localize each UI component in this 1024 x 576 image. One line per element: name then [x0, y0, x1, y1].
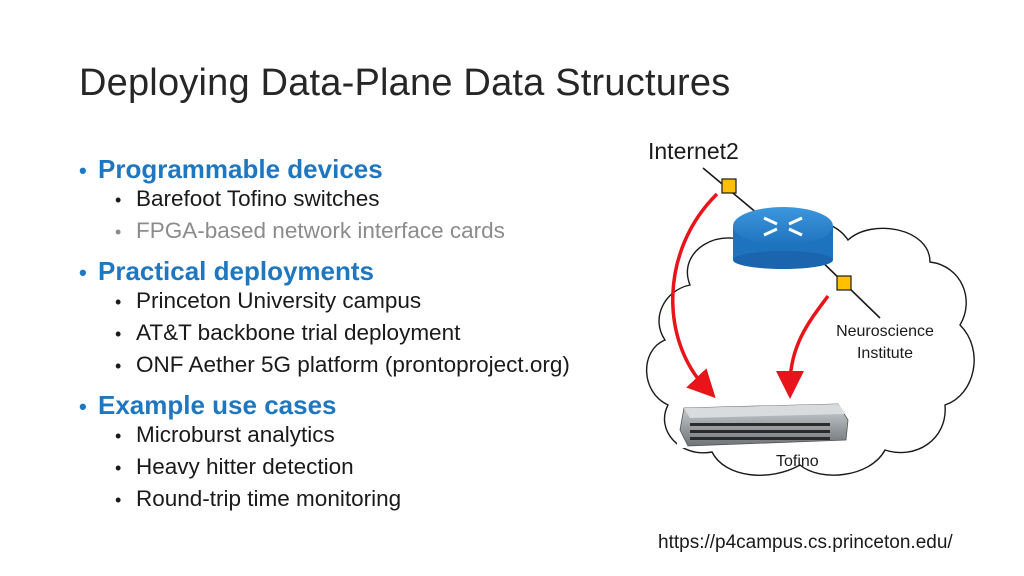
bullet-heading-text: Programmable devices — [98, 154, 383, 184]
bullet-glyph: • — [79, 394, 87, 419]
institute-label-line1: Neuroscience — [836, 323, 934, 340]
bullet-heading-programmable-devices: • Programmable devices — [79, 154, 649, 186]
bullet-heading-practical-deployments: • Practical deployments — [79, 256, 649, 288]
bullet-glyph: • — [115, 458, 122, 478]
bullet-heading-text: Example use cases — [98, 390, 337, 420]
bullet-item: • Round-trip time monitoring — [79, 486, 649, 518]
bullet-item: • Princeton University campus — [79, 288, 649, 320]
tofino-label: Tofino — [776, 453, 819, 470]
bullet-glyph: • — [115, 190, 122, 210]
bullet-item: • Heavy hitter detection — [79, 454, 649, 486]
bullet-glyph: • — [115, 324, 122, 344]
bullet-item-text: ONF Aether 5G platform (prontoproject.or… — [136, 352, 570, 377]
router-icon — [733, 207, 833, 269]
bullet-heading-text: Practical deployments — [98, 256, 374, 286]
bullet-glyph: • — [115, 490, 122, 510]
bullet-item: • Microburst analytics — [79, 422, 649, 454]
bullet-glyph: • — [115, 356, 122, 376]
bullet-item-muted: • FPGA-based network interface cards — [79, 218, 649, 250]
tap-point-icon — [836, 275, 852, 291]
bullet-item: • ONF Aether 5G platform (prontoproject.… — [79, 352, 649, 384]
red-arrow-icon — [671, 192, 830, 399]
bullet-glyph: • — [115, 222, 122, 242]
switch-hardware-icon — [677, 398, 852, 448]
tap-point-icon — [721, 178, 737, 194]
bullet-item: • AT&T backbone trial deployment — [79, 320, 649, 352]
bullet-list: • Programmable devices • Barefoot Tofino… — [79, 154, 649, 518]
bullet-item-text: FPGA-based network interface cards — [136, 218, 505, 243]
bullet-item-text: Microburst analytics — [136, 422, 335, 447]
bullet-item-text: Round-trip time monitoring — [136, 486, 402, 511]
bullet-item-text: Princeton University campus — [136, 288, 422, 313]
bullet-item-text: Heavy hitter detection — [136, 454, 354, 479]
source-url-link[interactable]: https://p4campus.cs.princeton.edu/ — [658, 532, 953, 553]
neuroscience-institute-label: Neuroscience Institute — [828, 321, 942, 365]
bullet-glyph: • — [79, 158, 87, 183]
bullet-glyph: • — [115, 426, 122, 446]
institute-label-line2: Institute — [856, 345, 914, 362]
internet2-label: Internet2 — [648, 138, 739, 164]
bullet-glyph: • — [115, 292, 122, 312]
bullet-glyph: • — [79, 260, 87, 285]
slide-title: Deploying Data-Plane Data Structures — [79, 62, 731, 104]
bullet-item-text: AT&T backbone trial deployment — [136, 320, 461, 345]
bullet-heading-example-use-cases: • Example use cases — [79, 390, 649, 422]
bullet-item: • Barefoot Tofino switches — [79, 186, 649, 218]
bullet-item-text: Barefoot Tofino switches — [136, 186, 380, 211]
